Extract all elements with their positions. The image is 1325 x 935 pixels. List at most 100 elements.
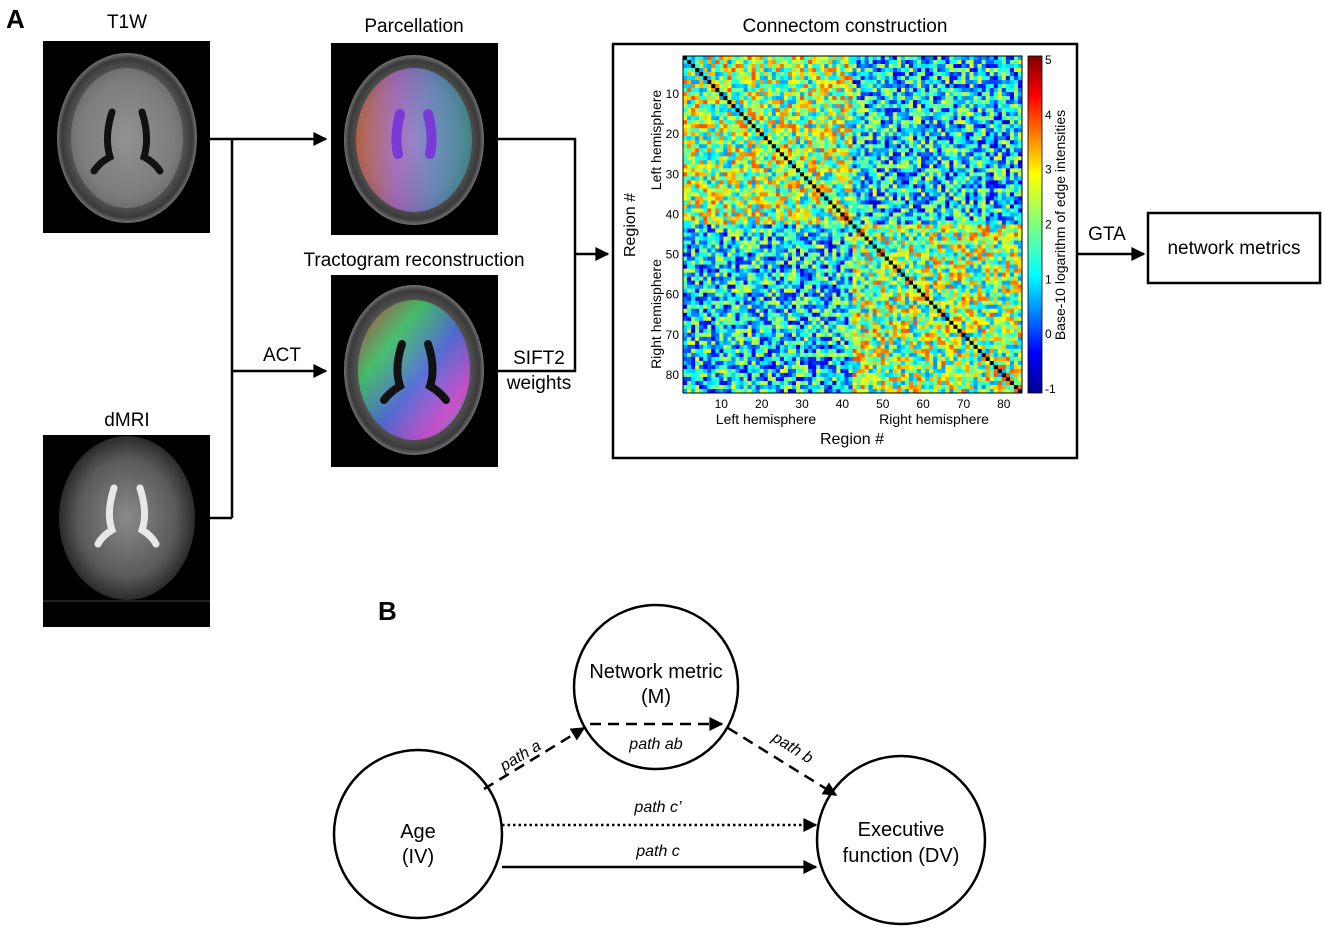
heatmap-cell (804, 112, 809, 117)
heatmap-cell (804, 148, 809, 153)
heatmap-cell (719, 228, 724, 233)
heatmap-cell (868, 284, 873, 289)
heatmap-cell (711, 284, 716, 289)
heatmap-cell (836, 268, 841, 273)
heatmap-cell (957, 64, 962, 69)
heatmap-cell (993, 124, 999, 129)
heatmap-cell (836, 276, 841, 281)
heatmap-cell (900, 168, 906, 173)
heatmap-cell (896, 128, 902, 133)
heatmap-cell (888, 140, 894, 145)
heatmap-cell (888, 80, 894, 85)
heatmap-cell (997, 76, 1003, 81)
heatmap-cell (751, 136, 756, 141)
heatmap-cell (703, 252, 708, 257)
heatmap-cell (904, 116, 910, 121)
heatmap-cell (844, 168, 849, 173)
heatmap-cell (759, 204, 765, 209)
heatmap-cell (812, 64, 817, 69)
heatmap-cell (961, 92, 966, 97)
heatmap-cell (917, 108, 922, 113)
heatmap-cell (703, 280, 708, 285)
heatmap-cell (763, 188, 769, 193)
heatmap-cell (743, 172, 748, 177)
heatmap-cell (800, 56, 805, 61)
heatmap-cell (1013, 280, 1019, 285)
heatmap-cell (832, 148, 837, 153)
heatmap-cell (719, 192, 724, 197)
heatmap-cell (727, 84, 732, 89)
heatmap-cell (731, 292, 736, 298)
heatmap-cell (691, 96, 696, 101)
heatmap-cell (808, 284, 813, 289)
heatmap-cell (787, 188, 793, 193)
heatmap-cell (900, 128, 906, 133)
heatmap-cell (727, 136, 732, 141)
heatmap-cell (876, 228, 882, 233)
heatmap-cell (892, 200, 898, 205)
heatmap-cell (852, 120, 857, 125)
heatmap-cell (945, 184, 950, 189)
heatmap-cell (800, 108, 805, 113)
heatmap-cell (715, 140, 720, 145)
heatmap-cell (840, 252, 845, 257)
heatmap-cell (783, 244, 789, 249)
heatmap-cell (892, 160, 898, 165)
heatmap-cell (1017, 84, 1023, 89)
heatmap-cell (743, 80, 748, 85)
heatmap-cell (824, 176, 829, 181)
heatmap-cell (945, 156, 950, 161)
heatmap-cell (727, 260, 732, 265)
heatmap-cell (804, 92, 809, 97)
heatmap-cell (880, 100, 886, 105)
heatmap-cell (836, 280, 841, 285)
heatmap-cell (771, 72, 777, 77)
heatmap-cell (840, 288, 845, 293)
heatmap-cell (1009, 248, 1015, 253)
heatmap-cell (868, 216, 873, 221)
heatmap-cell (949, 240, 954, 245)
heatmap-cell (981, 240, 986, 245)
heatmap-cell (868, 168, 873, 173)
heatmap-cell (917, 236, 922, 241)
heatmap-cell (929, 268, 934, 273)
heatmap-cell (933, 168, 938, 173)
heatmap-cell (759, 236, 765, 241)
heatmap-cell (812, 152, 817, 157)
heatmap-cell (900, 244, 906, 249)
heatmap-cell (759, 124, 765, 129)
heatmap-cell (993, 96, 999, 101)
heatmap-cell (1009, 240, 1015, 245)
heatmap-cell (820, 156, 825, 161)
heatmap-cell (787, 240, 793, 245)
heatmap-cell (997, 232, 1003, 237)
heatmap-cell (892, 184, 898, 189)
heatmap-cell (707, 188, 712, 193)
heatmap-cell (892, 284, 898, 289)
heatmap-cell (828, 68, 833, 73)
heatmap-cell (925, 224, 930, 229)
heatmap-cell (989, 140, 995, 145)
heatmap-cell (731, 128, 736, 133)
heatmap-cell (997, 124, 1003, 129)
heatmap-cell (985, 60, 991, 65)
heatmap-cell (852, 252, 857, 257)
heatmap-cell (787, 236, 793, 241)
heatmap-cell (775, 120, 781, 125)
heatmap-cell (699, 88, 704, 93)
heatmap-cell (993, 188, 999, 193)
heatmap-cell (945, 92, 950, 97)
heatmap-cell (1009, 64, 1015, 69)
heatmap-cell (969, 180, 974, 185)
heatmap-cell (1009, 128, 1015, 133)
heatmap-cell (771, 276, 777, 281)
heatmap-cell (904, 224, 910, 229)
heatmap-cell (779, 232, 785, 237)
heatmap-cell (981, 136, 986, 141)
heatmap-cell (779, 56, 785, 61)
heatmap-cell (703, 112, 708, 117)
heatmap-cell (1009, 56, 1015, 61)
heatmap-cell (783, 68, 789, 73)
heatmap-cell (759, 72, 765, 77)
heatmap-cell (993, 160, 999, 165)
